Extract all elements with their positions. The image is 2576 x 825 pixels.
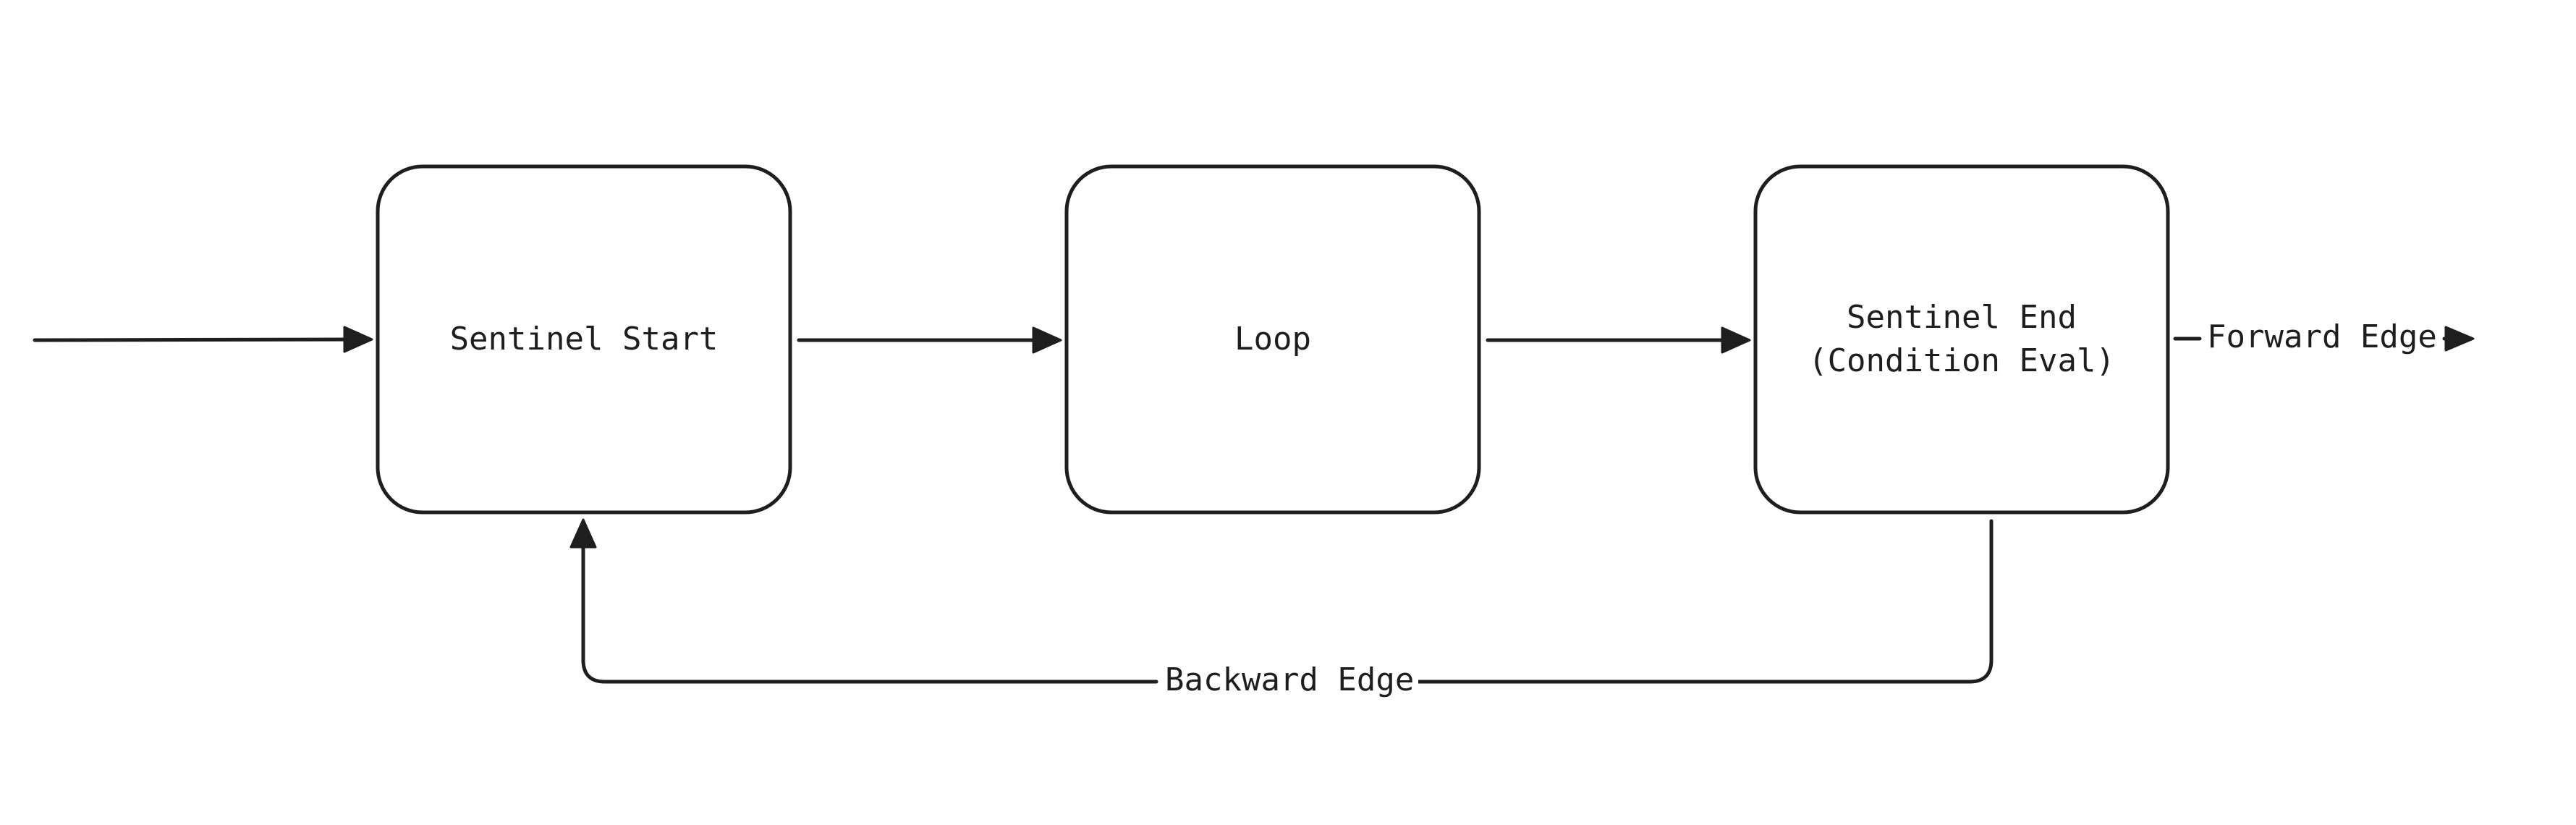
node-label-sentinel-start: Sentinel Start (449, 321, 719, 358)
backward-edge-label: Backward Edge (1161, 660, 1419, 701)
entry-arrowhead (343, 326, 373, 353)
forward-edge-arrowhead (2444, 326, 2475, 352)
node-box-sentinel-start[interactable] (376, 164, 792, 515)
node-label-sentinel-end: Sentinel End (Condition Eval) (1808, 299, 2115, 379)
entry-arrow[interactable] (33, 337, 370, 342)
backward-edge-arrowhead (569, 518, 597, 549)
node-box-sentinel-end[interactable] (1753, 164, 2170, 515)
node-box-loop[interactable] (1064, 164, 1481, 515)
arrowhead-loop-to-end (1721, 326, 1751, 354)
forward-edge-label: Forward Edge (2203, 317, 2441, 358)
arrowhead-start-to-loop (1032, 326, 1062, 354)
node-label-loop: Loop (1234, 321, 1311, 358)
backward-edge-line[interactable] (581, 519, 1994, 684)
